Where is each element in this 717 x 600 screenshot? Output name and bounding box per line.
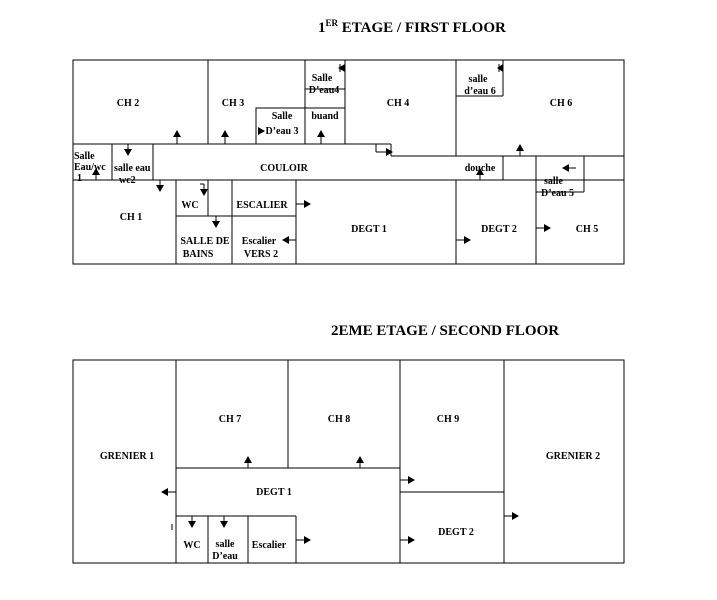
door-arrow [536, 224, 551, 232]
door-arrow [400, 536, 415, 544]
door-arrow [296, 536, 311, 544]
second-floor-arrows [161, 456, 519, 544]
first-floor-title-rest: ETAGE / FIRST FLOOR [338, 20, 506, 36]
room-douche: douche [465, 163, 496, 174]
room-couloir: COULOIR [260, 163, 309, 174]
room-degt2: DEGT 2 [481, 224, 517, 235]
room-ch9: CH 9 [437, 414, 460, 425]
room-wc-2: WC [183, 540, 200, 551]
door-arrow [497, 64, 503, 72]
door-arrow [244, 456, 252, 468]
first-floor-title-sup: ER [326, 18, 339, 28]
room-escalier: ESCALIER [236, 200, 288, 211]
door-arrow [282, 236, 296, 244]
room-ch7: CH 7 [219, 414, 242, 425]
door-arrow [317, 130, 325, 144]
door-arrow [124, 144, 132, 156]
room-ch3: CH 3 [222, 98, 245, 109]
room-degt1-2: DEGT 1 [256, 487, 292, 498]
room-escalier-2: Escalier [252, 540, 287, 551]
second-floor-title: 2EME ETAGE / SECOND FLOOR [331, 323, 559, 339]
first-floor-walls [72, 59, 625, 265]
door-arrow [296, 200, 311, 208]
room-buand: buand [311, 111, 339, 122]
room-wc: WC [181, 200, 198, 211]
door-arrow [161, 488, 176, 496]
door-arrow [188, 516, 196, 528]
door-arrow [456, 236, 471, 244]
room-degt1: DEGT 1 [351, 224, 387, 235]
door-arrow [173, 130, 181, 144]
room-grenier1: GRENIER 1 [100, 451, 154, 462]
door-arrow [221, 130, 229, 144]
door-arrow [92, 168, 100, 180]
door-arrow [476, 168, 484, 180]
second-floor-labels: GRENIER 1 CH 7 CH 8 CH 9 GRENIER 2 DEGT … [100, 414, 600, 562]
room-ch2: CH 2 [117, 98, 140, 109]
door-arrow [516, 144, 524, 156]
door-arrow [356, 456, 364, 468]
door-arrow [375, 144, 393, 156]
room-ch4: CH 4 [387, 98, 410, 109]
room-ch1: CH 1 [120, 212, 143, 223]
first-floor-title: 1ER ETAGE / FIRST FLOOR [318, 18, 506, 36]
door-arrow [156, 180, 164, 192]
door-arrow [200, 183, 208, 196]
door-arrow [400, 476, 415, 484]
room-ch5: CH 5 [576, 224, 599, 235]
door-arrow [258, 127, 265, 135]
room-grenier2: GRENIER 2 [546, 451, 600, 462]
first-floor-title-num: 1 [318, 20, 326, 36]
room-degt2-2: DEGT 2 [438, 527, 474, 538]
room-ch6: CH 6 [550, 98, 573, 109]
first-floor-arrows [92, 64, 576, 244]
door-arrow [212, 216, 220, 228]
door-arrow [504, 512, 519, 520]
second-floor-walls [72, 359, 625, 564]
room-ch8: CH 8 [328, 414, 351, 425]
door-arrow [338, 64, 345, 72]
door-arrow [220, 516, 228, 528]
door-arrow [562, 164, 576, 172]
